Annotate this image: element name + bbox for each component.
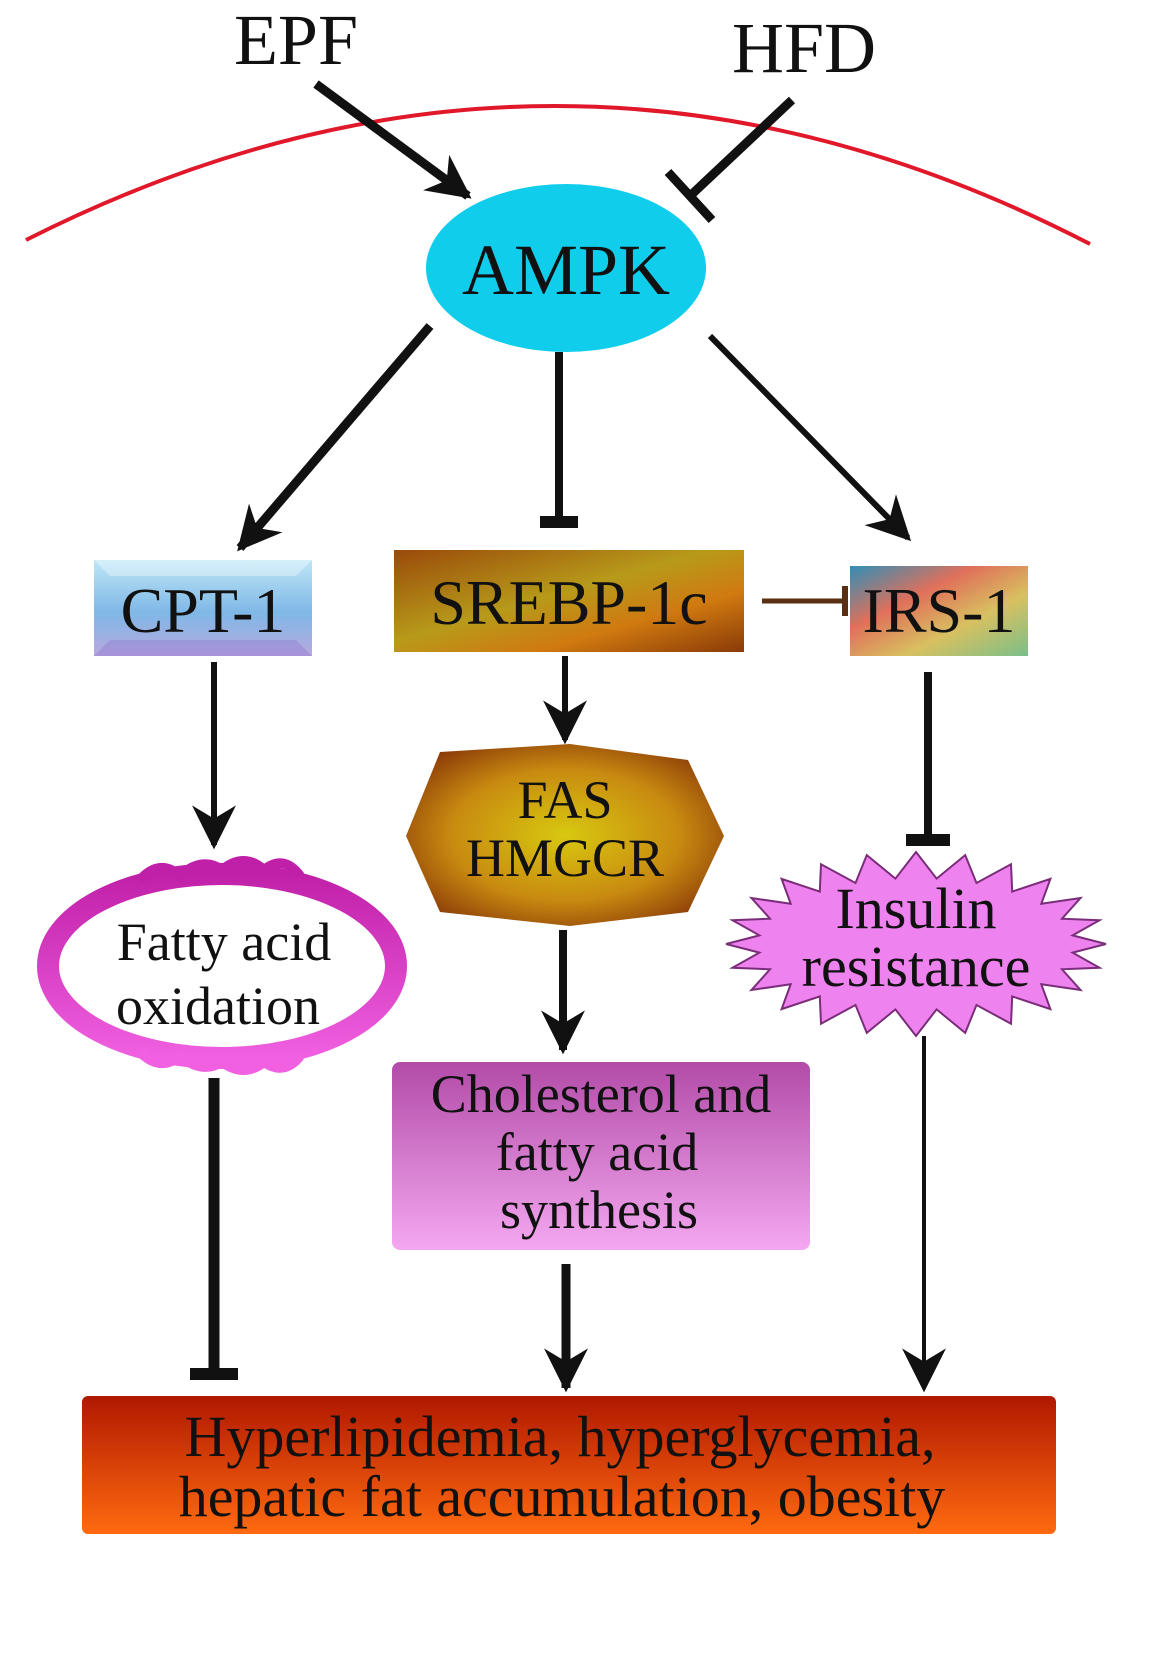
- oxidation-ornament-top: [136, 856, 305, 884]
- node-srebp: SREBP-1c: [394, 550, 744, 652]
- node-fas-hmgcr: FAS HMGCR: [406, 744, 724, 926]
- outcome-box: [82, 1396, 1056, 1534]
- edge-ampk-cpt1: [236, 323, 434, 552]
- node-fatty-acid-oxidation: Fatty acid oxidation: [37, 856, 407, 1075]
- edge-hfd-ampk: [686, 96, 796, 200]
- srebp-label: SREBP-1c: [430, 567, 707, 638]
- ampk-label: AMPK: [462, 230, 670, 310]
- cholesterol-label-line3: synthesis: [500, 1180, 698, 1240]
- insulin-label-line2: resistance: [802, 934, 1031, 999]
- ampk-ellipse: [426, 184, 706, 352]
- oxidation-ornament-bottom: [136, 1048, 304, 1075]
- irs1-label: IRS-1: [863, 575, 1016, 646]
- edge-epf-ampk: [313, 80, 472, 200]
- cpt1-bevel-bottom: [94, 640, 312, 656]
- node-ampk: AMPK: [426, 184, 706, 352]
- hfd-label: HFD: [732, 8, 876, 88]
- edge-ampk-irs1: [707, 333, 912, 542]
- cpt1-label: CPT-1: [121, 575, 286, 646]
- cholesterol-label-line1: Cholesterol and: [431, 1064, 771, 1124]
- oxidation-label-line2: oxidation: [116, 976, 320, 1036]
- node-insulin-resistance: Insulin resistance: [725, 850, 1107, 1038]
- epf-label: EPF: [234, 0, 358, 80]
- insulin-label-line1: Insulin: [835, 876, 996, 941]
- outcome-label-line1: Hyperlipidemia, hyperglycemia,: [184, 1404, 935, 1469]
- cell-membrane-arc: [25, 104, 1091, 246]
- hmgcr-label: HMGCR: [466, 828, 664, 888]
- node-cholesterol-synthesis: Cholesterol and fatty acid synthesis: [392, 1062, 810, 1250]
- srebp-box: [394, 550, 744, 652]
- node-cpt1: CPT-1: [94, 560, 312, 656]
- cholesterol-label-line2: fatty acid: [496, 1122, 698, 1182]
- cpt1-box: [94, 560, 312, 656]
- fas-label: FAS: [517, 770, 612, 830]
- edge-hfd-ampk-bar: [664, 168, 716, 224]
- fas-octagon: [406, 744, 724, 926]
- outcome-label-line2: hepatic fat accumulation, obesity: [179, 1464, 946, 1529]
- irs1-box: [850, 566, 1028, 656]
- node-outcome: Hyperlipidemia, hyperglycemia, hepatic f…: [82, 1396, 1056, 1534]
- insulin-burst: [725, 850, 1107, 1038]
- edges: [190, 80, 950, 1393]
- cholesterol-box: [392, 1062, 810, 1250]
- cpt1-bevel-top: [94, 560, 312, 576]
- node-irs1: IRS-1: [850, 566, 1028, 656]
- oxidation-label-line1: Fatty acid: [117, 912, 331, 972]
